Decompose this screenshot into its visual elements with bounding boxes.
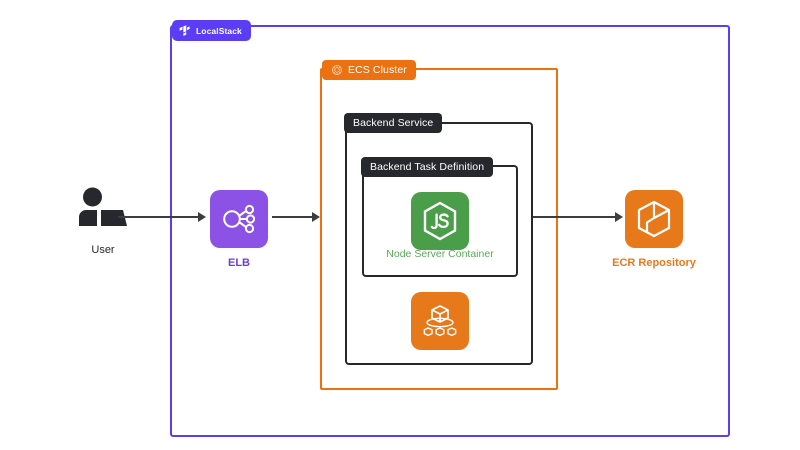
backend-task-definition-label: Backend Task Definition (361, 157, 494, 177)
arrow-head-icon (198, 212, 206, 222)
ecs-container-service-icon (411, 292, 469, 350)
nodejs-icon (411, 192, 469, 250)
backend-service-label-text: Backend Service (353, 117, 434, 129)
ecs-cluster-boundary (320, 68, 558, 390)
ecs-cluster-label-text: ECS Cluster (348, 64, 407, 76)
arrow-head-icon (312, 212, 320, 222)
arrow-backend-service-to-ecr (533, 212, 623, 222)
node-ecr-repository: ECR Repository (612, 190, 696, 269)
ecs-cluster-icon (331, 64, 343, 76)
backend-task-definition-label-text: Backend Task Definition (370, 161, 485, 173)
arrow-shaft (272, 216, 312, 218)
node-node-server-container (411, 192, 469, 250)
node-elb-label: ELB (228, 257, 250, 269)
localstack-logo-icon (178, 24, 191, 37)
arrow-head-icon (615, 212, 623, 222)
arrow-shaft (533, 216, 615, 218)
node-elb: ELB (207, 190, 271, 269)
node-ecs-container-service (411, 292, 469, 350)
localstack-label-text: LocalStack (196, 25, 242, 36)
user-at-laptop-icon (75, 186, 131, 232)
node-user-label: User (91, 244, 115, 256)
ecr-repository-icon (625, 190, 683, 248)
arrow-shaft (118, 216, 198, 218)
node-ecr-repository-label: ECR Repository (612, 257, 696, 269)
arrow-elb-to-ecs-cluster (272, 212, 320, 222)
arrow-user-to-elb (118, 212, 206, 222)
elastic-load-balancer-icon (210, 190, 268, 248)
ecs-cluster-label: ECS Cluster (322, 60, 416, 80)
node-user: User (48, 186, 158, 256)
backend-service-label: Backend Service (344, 113, 443, 133)
localstack-label: LocalStack (172, 20, 251, 41)
node-node-server-container-label: Node Server Container (386, 248, 494, 260)
localstack-boundary (170, 25, 730, 437)
